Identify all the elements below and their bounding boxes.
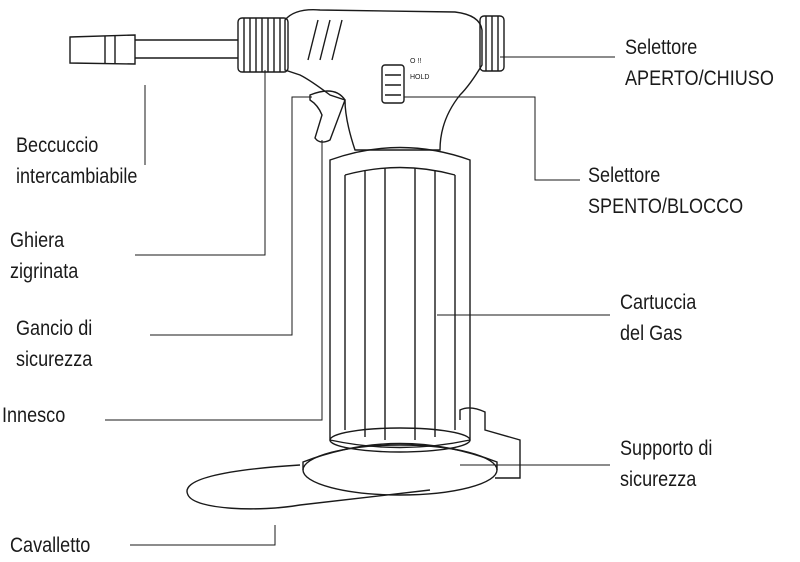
label-trigger: Innesco [2, 404, 66, 427]
off-lock-selector [381, 64, 405, 104]
safety-support-frame [459, 407, 521, 479]
gas-cartridge [329, 146, 471, 449]
stand-loop [186, 464, 431, 510]
leader-lines [105, 56, 615, 546]
torch-head: O !! HOLD [284, 9, 483, 151]
trigger [309, 90, 346, 143]
label-stand: Cavalletto [10, 534, 91, 557]
switch-hold-mark: HOLD [410, 74, 429, 81]
nozzle [69, 34, 238, 65]
knurled-ring [237, 17, 289, 73]
open-close-selector [479, 15, 505, 72]
switch-on-mark: O !! [410, 58, 421, 65]
